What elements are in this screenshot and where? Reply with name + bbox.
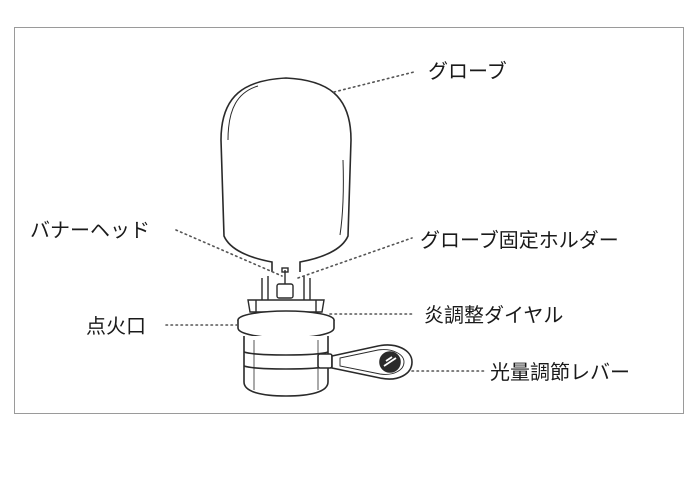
leader-globe	[333, 71, 415, 93]
light-lever-shape	[317, 344, 413, 380]
leader-globe-holder	[297, 237, 413, 279]
burner-head-shape	[261, 267, 311, 300]
label-burner-head: バナーヘッド	[30, 218, 150, 242]
leader-lines	[165, 71, 487, 372]
label-light-lever: 光量調節レバー	[490, 360, 630, 384]
leader-burner-head	[175, 229, 283, 277]
label-ignition-port: 点火口	[86, 314, 146, 338]
label-globe-holder: グローブ固定ホルダー	[420, 228, 619, 252]
globe-holder-shape	[247, 299, 325, 313]
globe-shape	[220, 77, 352, 272]
label-globe: グローブ	[428, 59, 507, 83]
label-flame-dial: 炎調整ダイヤル	[424, 303, 564, 327]
flame-dial-shape	[237, 310, 335, 339]
base-shape	[243, 336, 329, 397]
